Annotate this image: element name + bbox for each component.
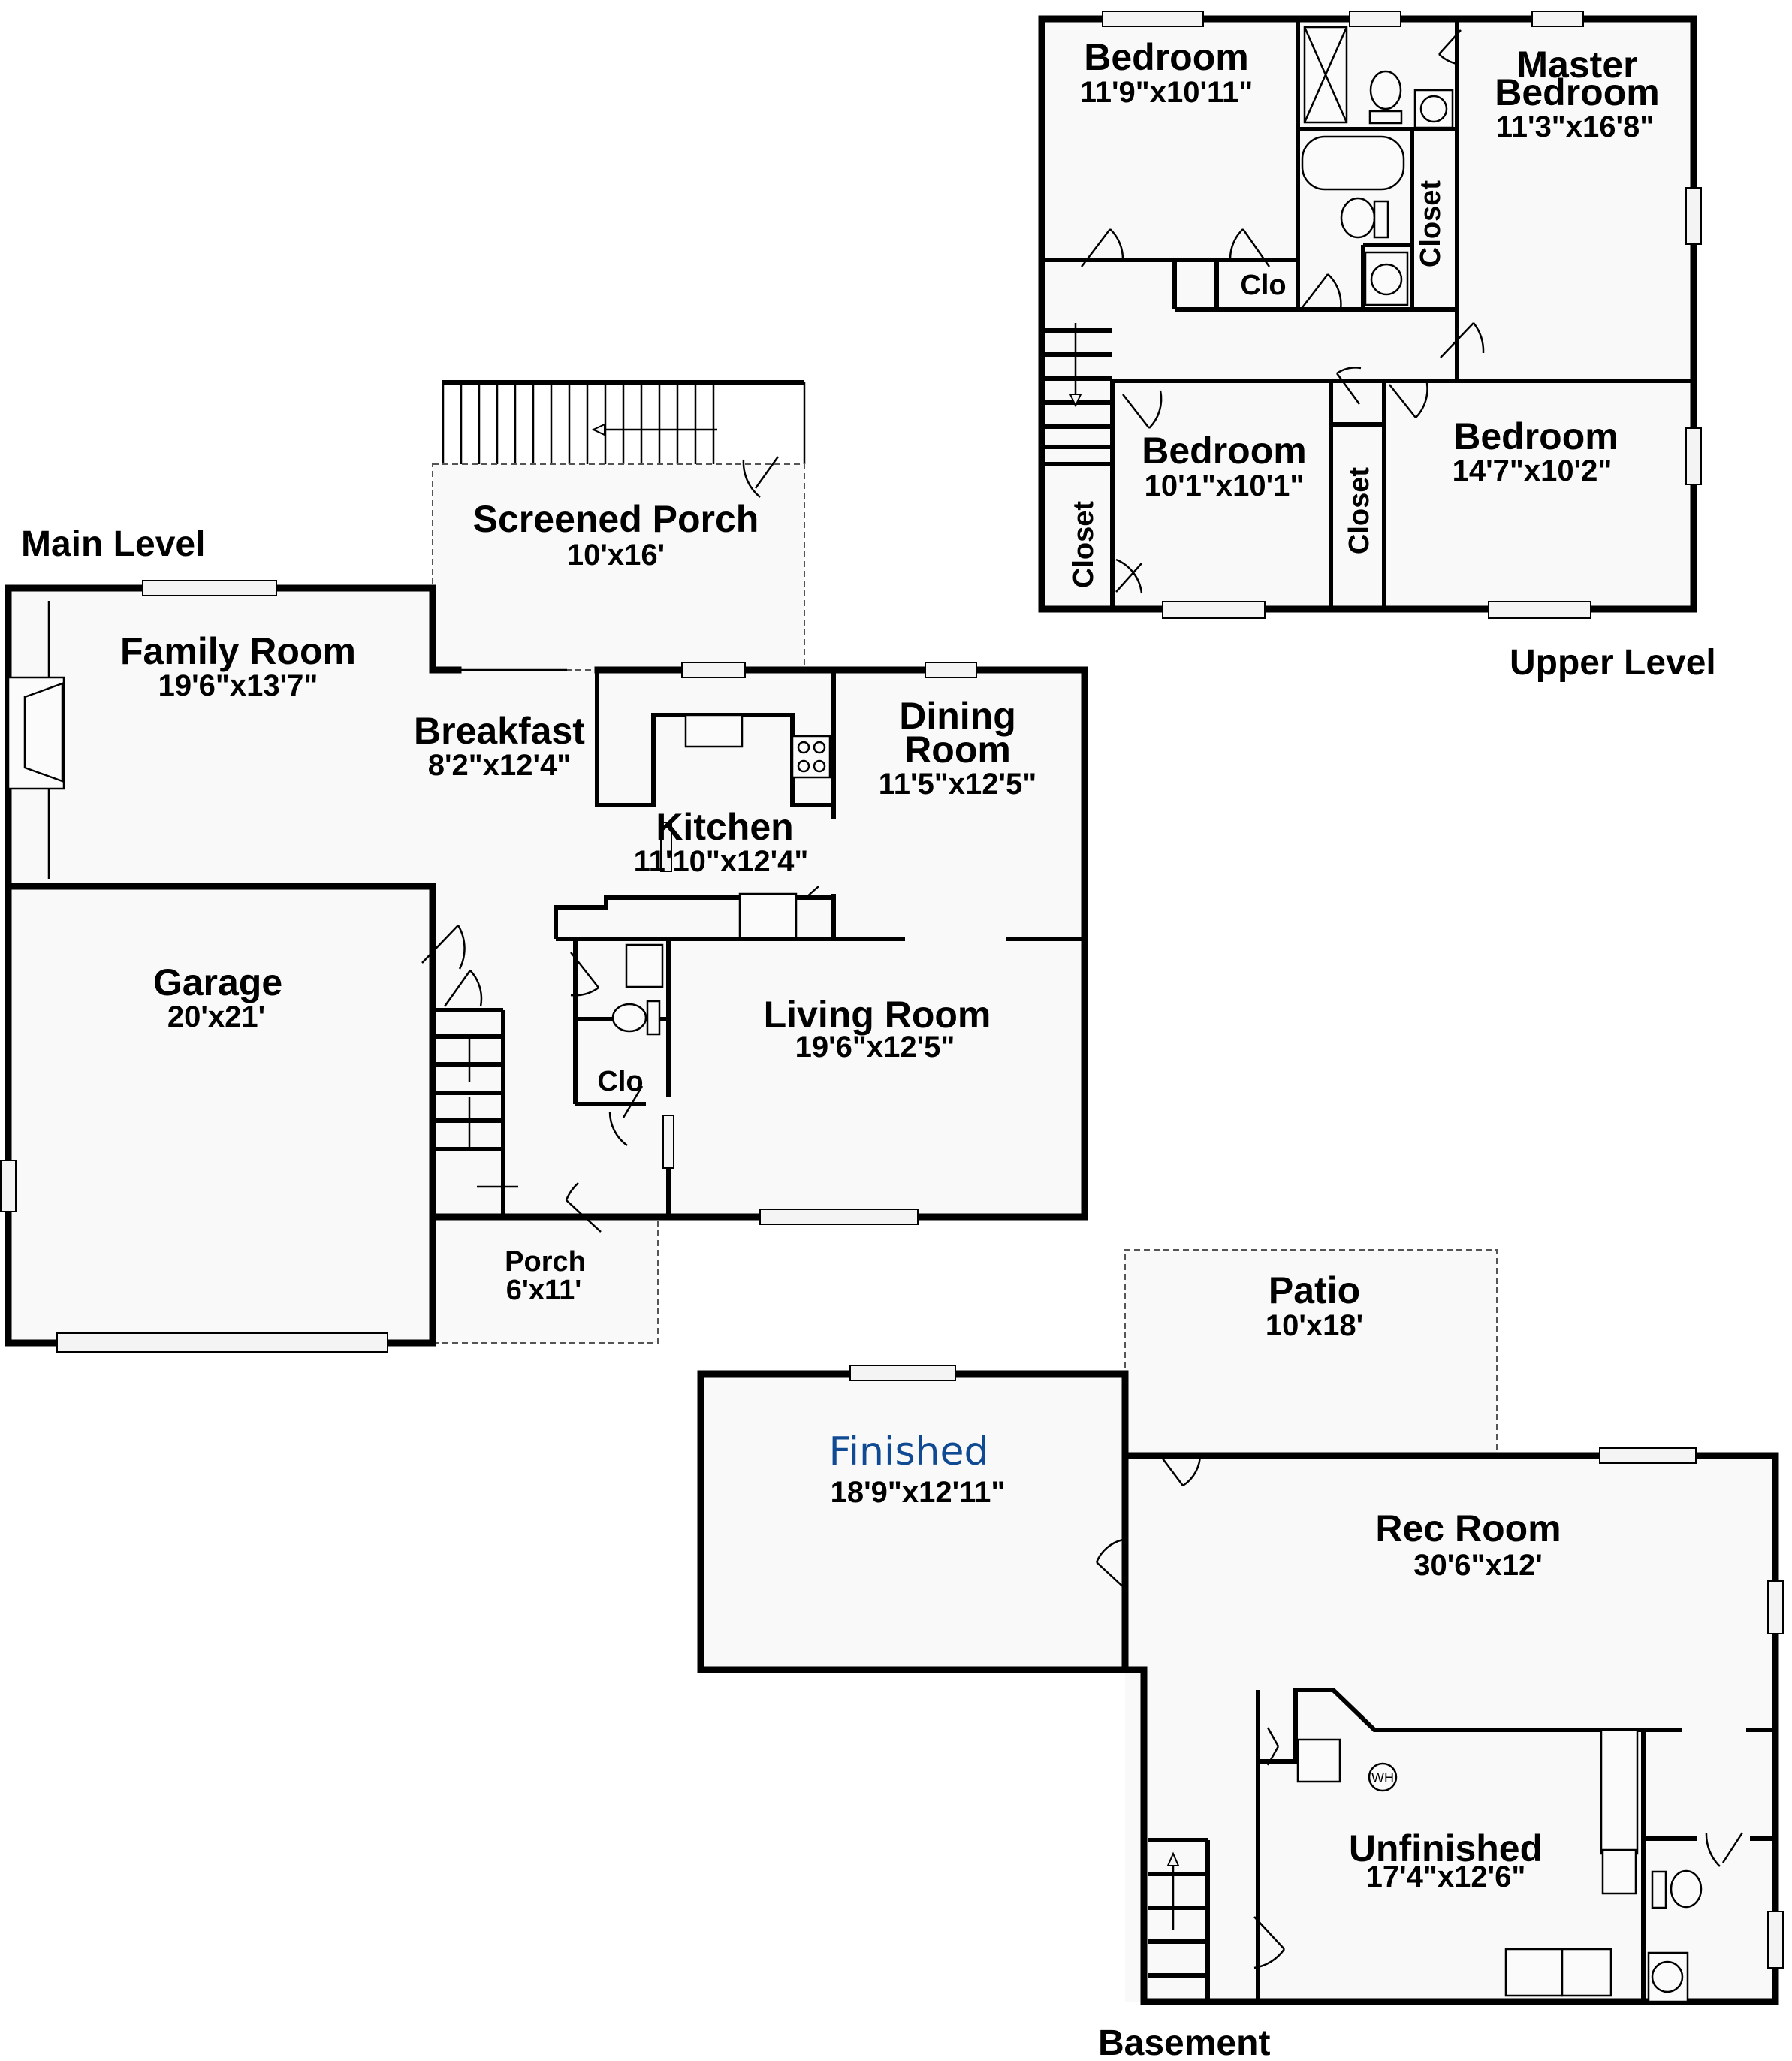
window [925,662,977,678]
door-swings [421,886,819,1233]
water-heater-icon [1368,1762,1398,1792]
room-name: Finished [828,1429,988,1474]
room-name: Closet [1415,180,1447,267]
door-opening [662,1115,674,1169]
room-name: Patio [1269,1269,1360,1311]
arrow-left-icon [591,423,605,436]
room-name: Dining [899,695,1016,737]
room-dims: 8'2"x12'4" [428,749,571,782]
window [0,1160,17,1212]
window [1685,427,1702,485]
room-name: Breakfast [414,710,585,752]
room-name: Clo [597,1066,643,1097]
deck-stairs [442,380,806,464]
room-dims: 6'x11' [506,1275,582,1306]
garage-door [56,1332,388,1353]
bathtub-icon [1301,135,1405,191]
fireplace-icon [7,676,65,790]
window [1531,11,1584,27]
sink-icon [625,943,664,988]
room-dims: 20'x21' [167,1000,265,1034]
room-dims: 10'x16' [567,539,665,572]
window [1102,11,1204,27]
room-dims: 11'3"x16'8" [1496,110,1654,143]
window [1162,601,1266,619]
kitchen-sink-icon [684,714,744,748]
room-name: Bedroom [1495,71,1659,113]
refrigerator-icon [738,892,798,940]
upper-level: Bedroom 11'9"x10'11" Master Bedroom 11'3… [1038,11,1716,683]
counter [1600,1728,1639,1855]
room-dims: 14'7"x10'2" [1453,454,1612,487]
stove-icon [791,735,831,779]
utility-sink-icon [1601,1848,1637,1895]
room-name: Unfinished [1349,1827,1543,1869]
window [1767,1580,1784,1634]
room-name: Living Room [764,994,991,1036]
dryer-icon [1561,1948,1612,1997]
room-name: Porch [505,1246,586,1278]
window [142,580,277,596]
room-name: Bedroom [1142,430,1306,472]
toilet-icon [1340,197,1376,239]
window [1349,11,1401,27]
room-name: Room [904,729,1011,771]
room-dims: 19'6"x12'5" [795,1030,955,1064]
door-swings [1095,1453,1744,1969]
room-dims: 19'6"x13'7" [158,669,318,702]
furnace-icon [1296,1738,1341,1783]
arrow-down-icon [1069,394,1082,408]
arrow-up-icon [1166,1851,1180,1866]
window [1685,187,1702,245]
toilet-icon [1670,1869,1703,1909]
door-swings [1081,29,1485,594]
toilet-icon [611,1003,647,1033]
room-name: Family Room [120,630,356,672]
window [1488,601,1591,619]
room-dims: 10'1"x10'1" [1145,469,1305,502]
room-name: Screened Porch [473,498,759,540]
room-name: Closet [1344,467,1375,554]
main-level: Main Level Screened Porch 10'x16' Family… [0,380,1088,1353]
washer-icon [1504,1948,1564,1997]
room-name: Bedroom [1084,36,1248,78]
window [681,662,746,678]
room-dims: 18'9"x12'11" [831,1476,1006,1509]
window [849,1365,956,1381]
door-opening [660,822,672,872]
room-dims: 11'10"x12'4" [634,845,809,878]
room-name: Clo [1240,270,1286,301]
level-label: Basement [1098,2023,1270,2061]
room-dims: 17'4"x12'6" [1366,1860,1526,1894]
room-dims: 30'6"x12' [1413,1549,1542,1582]
door-swing [742,456,780,498]
water-heater-label: WH [1371,1770,1394,1785]
room-name: Bedroom [1453,415,1618,457]
room-name: Garage [153,961,282,1003]
room-dims: 10'x18' [1266,1309,1363,1342]
basement-stairs [1148,1838,1210,2002]
room-name: Master [1516,44,1637,86]
room-dims: 11'9"x10'11" [1080,76,1253,109]
upper-stairs [1042,323,1112,449]
level-label: Main Level [21,524,205,564]
window [1767,1911,1784,1969]
room-name: Kitchen [656,806,793,848]
window [759,1209,919,1225]
level-label: Upper Level [1510,643,1716,683]
room-dims: 11'5"x12'5" [879,768,1036,801]
room-name: Closet [1068,501,1100,588]
main-stairs [433,1008,518,1217]
basement-level: WH Patio 10'x18' Finished 18'9"x12'11" R… [697,1249,1784,2061]
room-name: Rec Room [1375,1507,1561,1550]
window [1599,1447,1697,1464]
toilet-icon [1369,70,1402,110]
